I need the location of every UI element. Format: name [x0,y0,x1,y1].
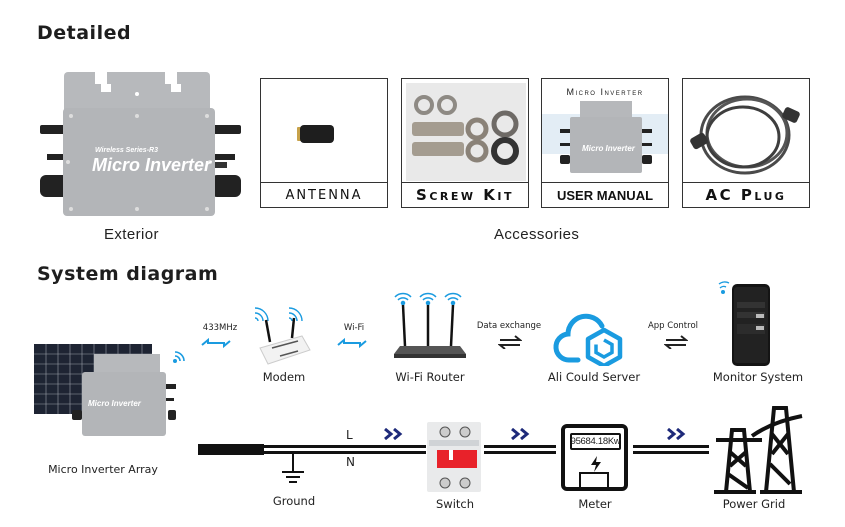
ac-plug-icon [683,79,809,183]
user-manual-label: USER MANUAL [542,182,668,207]
array-label: Micro Inverter Array [48,463,158,476]
meter-slot [579,472,609,487]
cloud-server-icon [552,310,632,366]
wifi-router-icon [390,292,470,364]
monitor-system-label: Monitor System [712,370,804,384]
meter-reading: 95684.18Kw [570,433,621,450]
svg-text:Micro Inverter: Micro Inverter [88,399,142,408]
accessory-ac-plug: AC Plug [682,78,810,208]
antenna-icon [261,79,387,183]
power-cable [198,444,264,455]
app-control-arrows-icon [664,335,688,349]
live-wire-1 [262,445,426,448]
exterior-inverter-image: Wireless Series-R3 Micro Inverter [35,62,245,220]
modem-icon [252,304,312,366]
ground-icon [278,452,308,488]
ac-plug-label: AC Plug [683,182,809,207]
accessory-screw-kit: Screw Kit [401,78,529,208]
wifi-router-label: Wi-Fi Router [395,370,465,384]
micro-inverter-array-image: Micro Inverter [28,340,198,440]
neutral-wire-2 [484,451,556,454]
detailed-title: Detailed [37,22,132,44]
accessories-caption: Accessories [494,226,580,243]
meter-label: Meter [578,497,612,511]
neutral-wire-3 [633,451,709,454]
wifi-bidirectional-arrow-icon [336,335,368,351]
user-manual-icon: Micro Inverter [542,79,668,183]
neutral-wire-1 [262,451,426,454]
screw-kit-label: Screw Kit [402,182,528,207]
accessory-antenna: ANTENNA [260,78,388,208]
accessory-user-manual: Micro Inverter Micro Inverter USER MANUA… [541,78,669,208]
system-diagram-title: System diagram [37,263,219,285]
radio-bidirectional-arrow-icon [200,335,232,351]
wifi-link-label: Wi-Fi [343,323,365,333]
flow-arrow-icon-3 [667,428,687,440]
monitor-phone-icon [718,280,778,368]
data-exchange-arrows-icon [498,335,522,349]
live-wire-2 [484,445,556,448]
array-wifi-icon [172,350,186,364]
switch-label: Switch [435,497,475,511]
svg-text:Micro Inverter: Micro Inverter [582,144,636,153]
lightning-icon [591,456,601,472]
modem-label: Modem [262,370,306,384]
power-grid-label: Power Grid [722,497,786,511]
flow-arrow-icon-2 [511,428,531,440]
power-grid-tower-icon [712,404,808,496]
flow-arrow-icon-1 [384,428,404,440]
cloud-server-label: Ali Could Server [547,370,641,384]
radio-link-label: 433MHz [202,323,238,333]
ground-label: Ground [272,494,316,508]
exterior-product-name: Micro Inverter [92,155,212,175]
exterior-series-text: Wireless Series-R3 [95,147,158,154]
app-control-label: App Control [647,321,699,331]
exterior-caption: Exterior [104,226,159,243]
data-exchange-label: Data exchange [476,321,542,331]
live-wire-3 [633,445,709,448]
neutral-wire-label: N [346,455,355,469]
user-manual-cover-title: Micro Inverter [566,87,644,97]
antenna-label: ANTENNA [261,182,387,207]
meter-icon: 95684.18Kw [561,424,628,491]
live-wire-label: L [346,428,353,442]
switch-breaker-icon [427,422,481,492]
screw-kit-icon [402,79,528,183]
